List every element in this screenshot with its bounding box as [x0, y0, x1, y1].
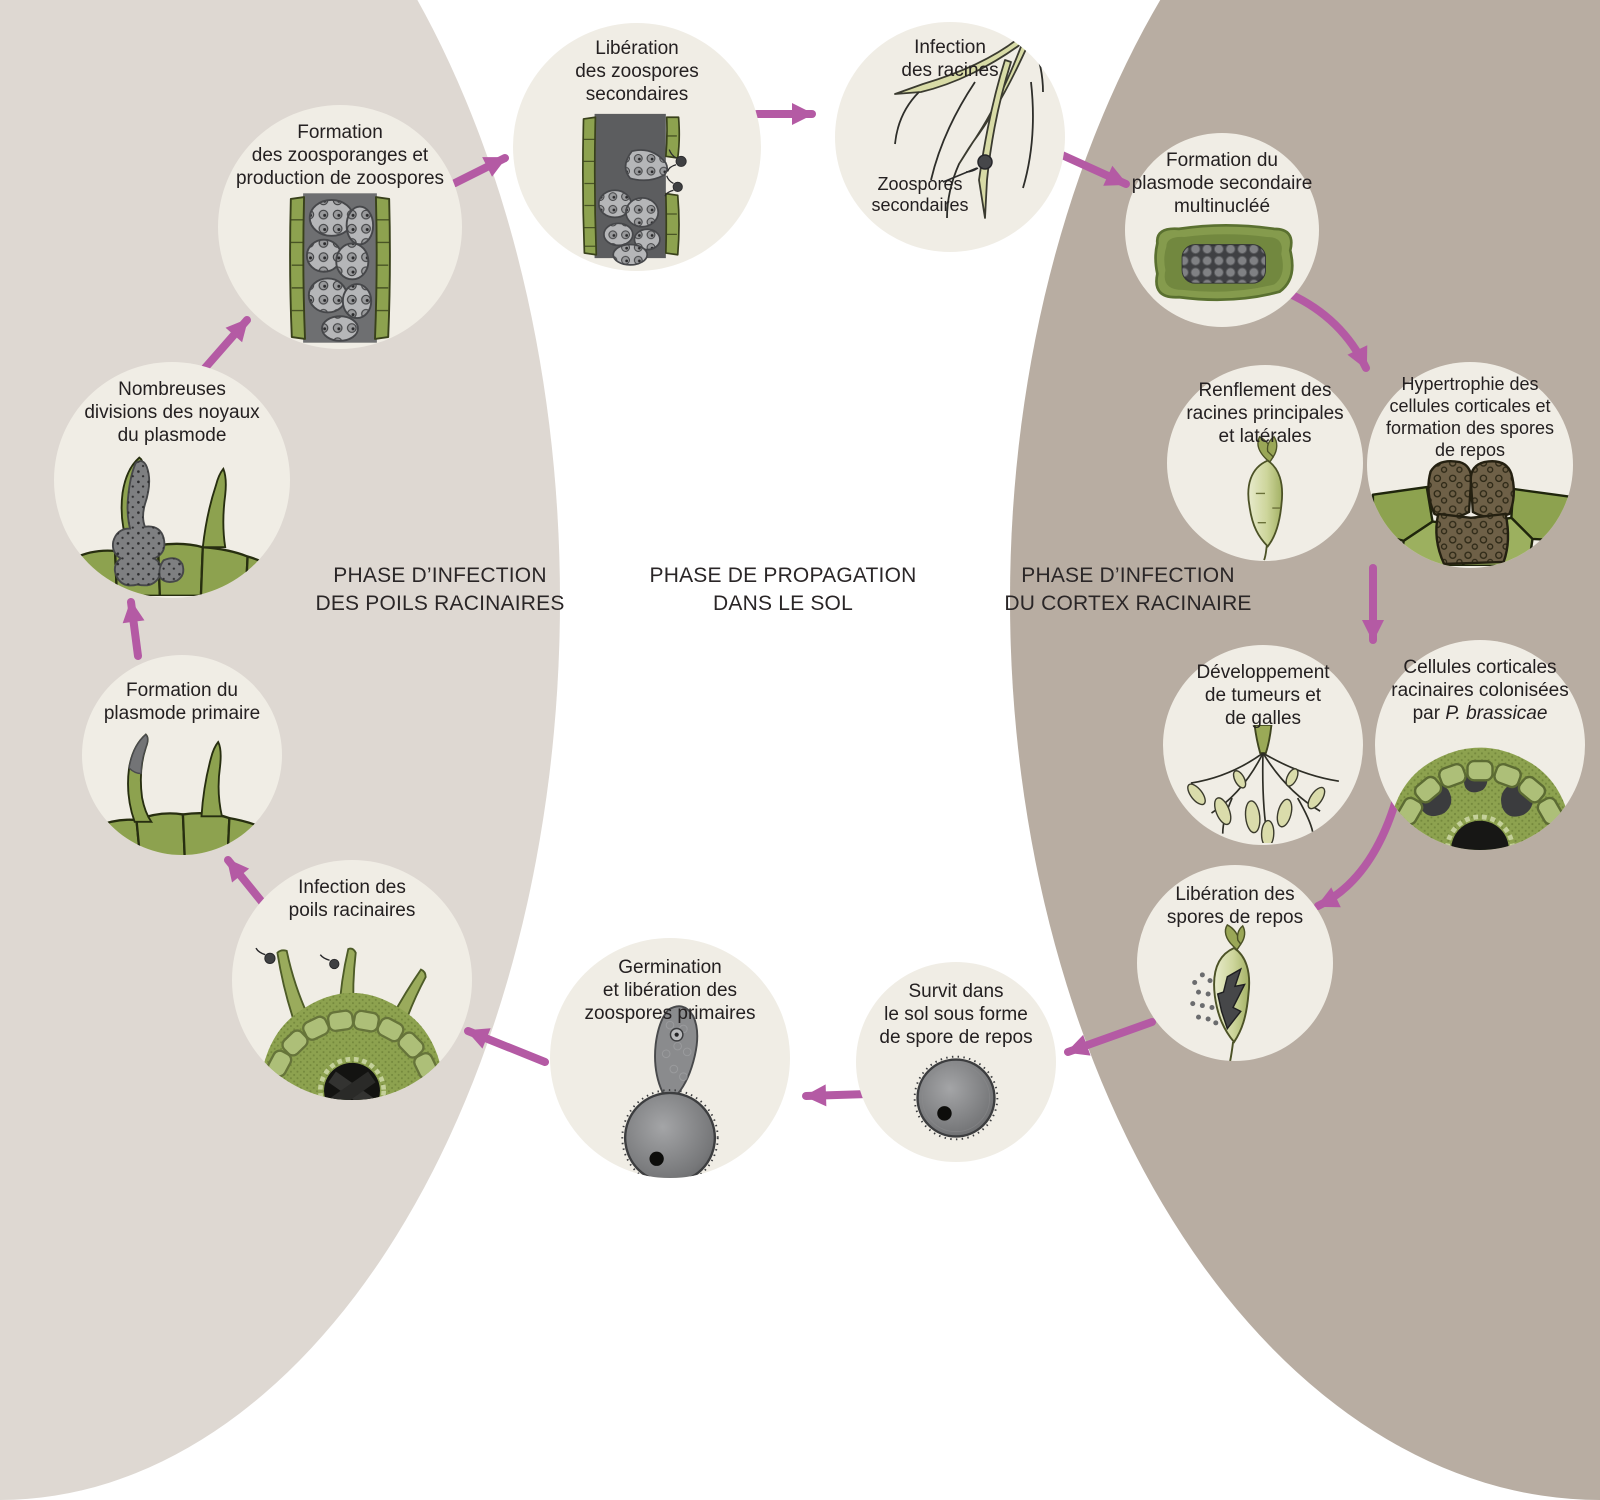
node-label: Formation du plasmode primaire: [103, 680, 261, 725]
root-galls-illustration: [1187, 725, 1339, 843]
species-name: P. brassicae: [1445, 703, 1548, 725]
swollen-root-illustration: [1247, 435, 1283, 561]
germinating-spore-illustration: [621, 1005, 719, 1178]
node-label: Formation des zoosporanges et production…: [235, 122, 445, 190]
released-spores-icon: [1190, 972, 1219, 1026]
zoospore-release-illustration: [582, 113, 687, 266]
secondary-zoospore-icon: [977, 154, 993, 170]
pointer-line: [942, 167, 978, 183]
node-label: Germination et libération des zoospores …: [584, 957, 756, 1025]
node-label: Survit dans le sol sous forme de spore d…: [879, 981, 1033, 1049]
node-liberation-zoospores-secondaires: Libération des zoospores secondaires: [513, 23, 761, 271]
escaping-zoospores-icon: [664, 149, 687, 197]
node-formation-zoosporanges: Formation des zoosporanges et production…: [218, 105, 462, 349]
zoosporangia-illustration: [289, 193, 391, 343]
node-developpement-tumeurs-galles: Développement de tumeurs et de galles: [1163, 645, 1363, 845]
node-label: Développement de tumeurs et de galles: [1196, 662, 1330, 730]
node-germination-zoospores-primaires: Germination et libération des zoospores …: [550, 938, 790, 1178]
node-label: Nombreuses divisions des noyaux du plasm…: [84, 379, 260, 447]
phase-label-root-hair-infection: PHASE D’INFECTION DES POILS RACINAIRES: [315, 564, 565, 615]
spore-release-root-illustration: [1190, 923, 1251, 1061]
colonized-cortex-illustration: [1386, 747, 1574, 850]
node-hypertrophie-cellules-corticales: Hypertrophie des cellules corticales et …: [1367, 362, 1573, 568]
node-label: Hypertrophie des cellules corticales et …: [1385, 374, 1555, 460]
node-circle: [835, 22, 1065, 252]
node-label: Cellules corticales racinaires colonisée…: [1391, 657, 1569, 725]
ruptured-lesion-icon: [1216, 967, 1246, 1031]
node-liberation-spores-repos: Libération des spores de repos: [1137, 865, 1333, 1061]
node-label: Renflement des racines principales et la…: [1186, 380, 1344, 448]
node-label: Formation du plasmode secondaire multinu…: [1131, 150, 1313, 218]
phase-label-cortex-infection: PHASE D’INFECTION DU CORTEX RACINAIRE: [1004, 564, 1252, 615]
node-formation-plasmode-secondaire: Formation du plasmode secondaire multinu…: [1125, 133, 1319, 327]
node-label: Libération des zoospores secondaires: [575, 38, 699, 106]
node-nombreuses-divisions-noyaux: Nombreuses divisions des noyaux du plasm…: [54, 362, 290, 598]
root-infection-illustration: [894, 35, 1044, 219]
plasmodium-segment-icon: [128, 733, 149, 775]
node-label: Infection des racines: [901, 37, 999, 82]
attached-zoospores-icon: [255, 947, 340, 970]
node-label: Libération des spores de repos: [1166, 884, 1304, 929]
node-cellules-corticales-colonisees: Cellules corticales racinaires colonisée…: [1375, 640, 1585, 850]
secondary-plasmodium-illustration: [1154, 223, 1294, 302]
multinucleate-plasmodium-illustration: [74, 456, 270, 596]
primary-plasmodium-illustration: [93, 733, 271, 855]
zoospores-secondaires-label: Zoospores secondaires: [871, 174, 969, 215]
node-label: Infection des poils racinaires: [288, 877, 416, 922]
node-infection-racines: Infection des racines Zoospores secondai…: [835, 22, 1065, 252]
node-renflement-racines: Renflement des racines principales et la…: [1167, 365, 1363, 561]
root-hair-infection-illustration: [255, 947, 446, 1100]
node-formation-plasmode-primaire: Formation du plasmode primaire: [82, 655, 282, 855]
phase-label-soil-propagation: PHASE DE PROPAGATION DANS LE SOL: [649, 564, 917, 615]
node-survit-sol-spore-repos: Survit dans le sol sous forme de spore d…: [856, 962, 1056, 1162]
resting-spore-cells-illustration: [1371, 459, 1569, 566]
node-infection-poils-racinaires: Infection des poils racinaires: [232, 860, 472, 1100]
resting-spore-illustration: [913, 1055, 999, 1141]
plasmodium-mass-icon: [111, 460, 185, 587]
